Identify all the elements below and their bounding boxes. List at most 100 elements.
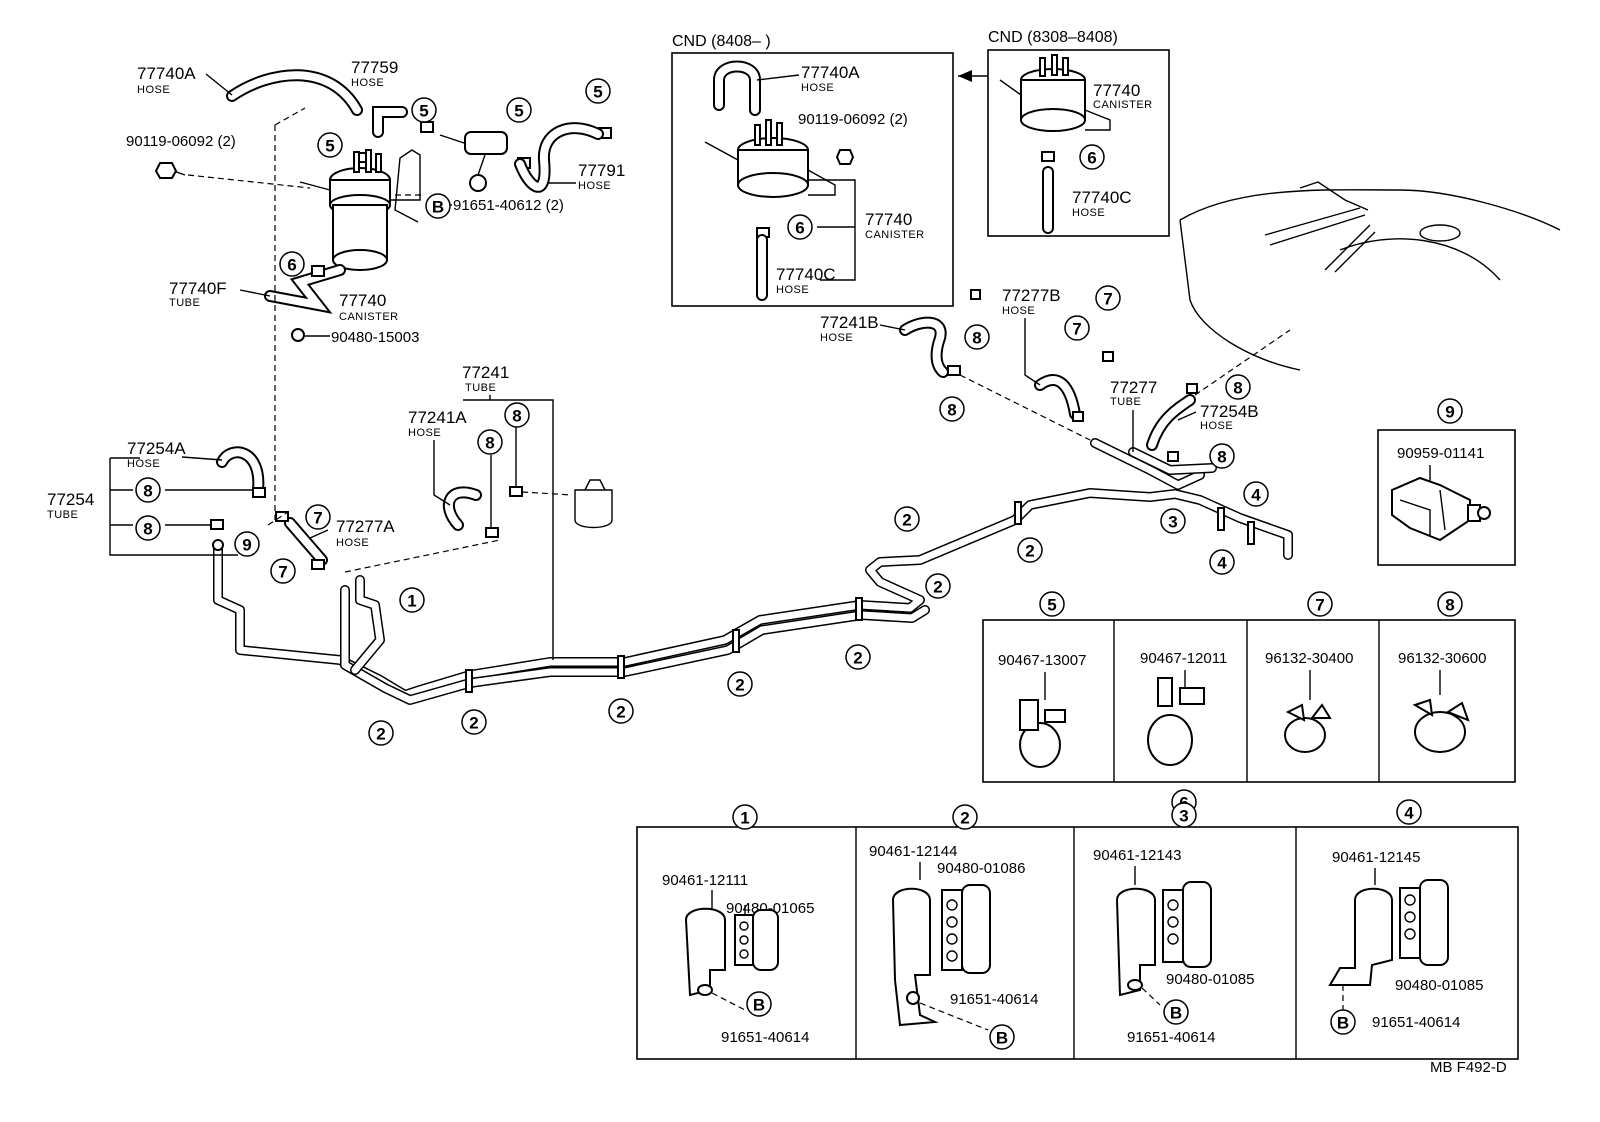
svg-text:2: 2 bbox=[960, 809, 969, 828]
variant-cnd-old-title: CND (8308–8408) bbox=[988, 29, 1118, 46]
svg-text:6: 6 bbox=[1087, 149, 1096, 168]
svg-text:1: 1 bbox=[407, 592, 416, 611]
svg-text:7: 7 bbox=[313, 509, 322, 528]
label-77241-sub: TUBE bbox=[465, 382, 496, 394]
clamp-detail-7: 96132-30400 bbox=[1265, 650, 1353, 753]
svg-text:3: 3 bbox=[1179, 807, 1188, 826]
callout-7: 7 bbox=[270, 558, 296, 584]
callout-8: 8 bbox=[135, 477, 161, 503]
label-new-77740C-sub: HOSE bbox=[776, 284, 809, 296]
callout-2: 2 bbox=[894, 506, 920, 532]
label-77277-sub: TUBE bbox=[1110, 396, 1141, 408]
label-77791: 77791 bbox=[578, 161, 625, 180]
svg-text:7: 7 bbox=[278, 563, 287, 582]
callout-2: 2 bbox=[952, 804, 978, 830]
clamp-assembly-1: 90461-12111 90480-01065 91651-40614 bbox=[662, 872, 814, 1046]
callout-4: 4 bbox=[1243, 481, 1269, 507]
svg-text:5: 5 bbox=[1047, 596, 1056, 615]
svg-text:5: 5 bbox=[419, 102, 428, 121]
svg-text:4: 4 bbox=[1251, 486, 1261, 505]
svg-text:9: 9 bbox=[242, 536, 251, 555]
svg-text:90461-12111: 90461-12111 bbox=[662, 872, 748, 889]
label-old-77740C-sub: HOSE bbox=[1072, 207, 1105, 219]
svg-text:2: 2 bbox=[902, 511, 911, 530]
callout-8: 8 bbox=[1225, 374, 1251, 400]
callout-B: B bbox=[746, 991, 772, 1017]
label-77241: 77241 bbox=[462, 363, 509, 382]
label-77740F-sub: TUBE bbox=[169, 297, 200, 309]
callout-5: 5 bbox=[506, 97, 532, 123]
svg-text:8: 8 bbox=[143, 520, 152, 539]
label-77254B-sub: HOSE bbox=[1200, 420, 1233, 432]
svg-text:5: 5 bbox=[514, 102, 523, 121]
labels-mid-left: 77241 TUBE 77241A HOSE 77254A HOSE 77254… bbox=[47, 363, 554, 660]
variant-cnd-new-box bbox=[671, 52, 954, 307]
label-77241B: 77241B bbox=[820, 313, 879, 332]
label-new-77740A: 77740A bbox=[801, 63, 860, 82]
label-77277B-sub: HOSE bbox=[1002, 305, 1035, 317]
svg-text:91651-40614: 91651-40614 bbox=[950, 991, 1038, 1008]
svg-text:96132-30400: 96132-30400 bbox=[1265, 650, 1353, 667]
svg-text:90467-13007: 90467-13007 bbox=[998, 652, 1086, 669]
svg-text:4: 4 bbox=[1404, 804, 1414, 823]
label-77740A: 77740A bbox=[137, 64, 196, 83]
svg-text:2: 2 bbox=[1025, 542, 1034, 561]
svg-text:3: 3 bbox=[1168, 513, 1177, 532]
label-new-77740: 77740 bbox=[865, 210, 912, 229]
callout-1: 1 bbox=[399, 587, 425, 613]
svg-text:2: 2 bbox=[933, 578, 942, 597]
clamp-assembly-4: 90461-12145 90480-01085 91651-40614 bbox=[1328, 849, 1483, 1031]
label-77277A-sub: HOSE bbox=[336, 537, 369, 549]
callout-B: B bbox=[1163, 999, 1189, 1025]
label-77740F: 77740F bbox=[169, 279, 227, 298]
callout-8: 8 bbox=[939, 396, 965, 422]
callout-7: 7 bbox=[305, 504, 331, 530]
svg-text:90461-12145: 90461-12145 bbox=[1332, 849, 1420, 866]
label-new-90119: 90119-06092 (2) bbox=[798, 111, 908, 128]
callout-3: 3 bbox=[1160, 508, 1186, 534]
svg-text:91651-40614: 91651-40614 bbox=[1127, 1029, 1215, 1046]
label-77254A: 77254A bbox=[127, 439, 186, 458]
clamp-assemblies-box bbox=[636, 826, 1519, 1060]
callout-7: 7 bbox=[1095, 285, 1121, 311]
svg-text:7: 7 bbox=[1072, 320, 1081, 339]
svg-text:9: 9 bbox=[1445, 403, 1454, 422]
label-77277: 77277 bbox=[1110, 378, 1157, 397]
label-77241A-sub: HOSE bbox=[408, 427, 441, 439]
svg-text:8: 8 bbox=[1445, 596, 1454, 615]
callout-B: B bbox=[989, 1024, 1015, 1050]
label-old-77740: 77740 bbox=[1093, 81, 1140, 100]
label-77254: 77254 bbox=[47, 490, 94, 509]
svg-text:2: 2 bbox=[735, 676, 744, 695]
svg-text:8: 8 bbox=[1217, 448, 1226, 467]
labels-mid-right: 77241B HOSE 77277B HOSE 77277 TUBE 77254… bbox=[820, 286, 1259, 452]
variant-cnd-new-parts bbox=[704, 60, 855, 301]
svg-text:90461-12144: 90461-12144 bbox=[869, 843, 957, 860]
label-77759-sub: HOSE bbox=[351, 77, 384, 89]
svg-text:2: 2 bbox=[469, 714, 478, 733]
svg-text:8: 8 bbox=[485, 434, 494, 453]
svg-text:B: B bbox=[753, 996, 765, 1015]
clamp-details-box bbox=[982, 619, 1516, 783]
svg-text:B: B bbox=[1170, 1004, 1182, 1023]
svg-text:7: 7 bbox=[1103, 290, 1112, 309]
svg-text:5: 5 bbox=[325, 137, 334, 156]
canister-assembly-top-left bbox=[154, 69, 612, 520]
label-77277A: 77277A bbox=[336, 517, 395, 536]
callout-8: 8 bbox=[477, 429, 503, 455]
label-77277B: 77277B bbox=[1002, 286, 1061, 305]
svg-text:4: 4 bbox=[1217, 554, 1227, 573]
labels-top-left: 77740A HOSE 77759 HOSE 90119-06092 (2) 7… bbox=[126, 58, 625, 346]
callout-8: 8 bbox=[1437, 591, 1463, 617]
callout-B: B bbox=[425, 193, 451, 219]
callout-5: 5 bbox=[1039, 591, 1065, 617]
callout-4: 4 bbox=[1209, 549, 1235, 575]
clamp-detail-8: 96132-30600 bbox=[1398, 650, 1486, 753]
svg-text:2: 2 bbox=[853, 649, 862, 668]
label-77241A: 77241A bbox=[408, 408, 467, 427]
callout-2: 2 bbox=[925, 573, 951, 599]
svg-text:B: B bbox=[1337, 1014, 1349, 1033]
callout-9: 9 bbox=[234, 531, 260, 557]
callout-4: 4 bbox=[1396, 799, 1422, 825]
svg-text:90480-01085: 90480-01085 bbox=[1166, 971, 1254, 988]
